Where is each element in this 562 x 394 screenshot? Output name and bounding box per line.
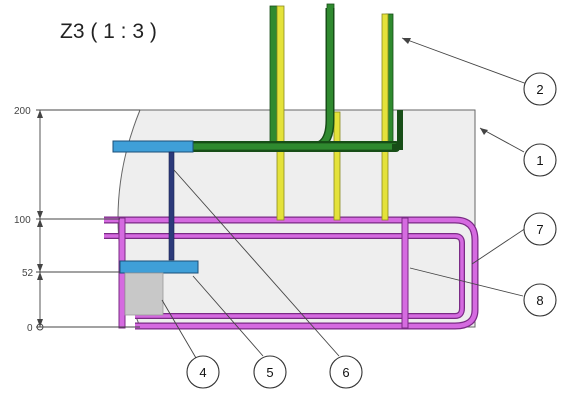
svg-text:1: 1 [536,153,543,168]
dimension-lines [36,109,140,331]
svg-text:6: 6 [342,365,349,380]
top-plate [112,140,194,153]
balloon-7: 7 [523,212,557,246]
dim-label-100: 100 [14,215,31,226]
svg-text:4: 4 [199,365,206,380]
dim-label-52: 52 [22,268,34,279]
svg-text:8: 8 [536,293,543,308]
bottom-plate [119,260,199,274]
leader-lines [161,37,528,359]
balloon-4: 4 [186,355,220,389]
dim-label-200: 200 [14,106,31,117]
svg-text:2: 2 [536,82,543,97]
horizontal-bar [176,8,403,152]
stirrup-link [104,216,479,330]
balloon-8: 8 [523,283,557,317]
balloon-2: 2 [523,72,557,106]
view-title: Z3 ( 1 : 3 ) [60,20,157,43]
svg-text:7: 7 [536,222,543,237]
balloon-5: 5 [253,355,287,389]
vertical-post [168,151,175,261]
gray-block [124,272,164,316]
svg-text:5: 5 [266,365,273,380]
balloon-1: 1 [523,143,557,177]
balloon-6: 6 [329,355,363,389]
dim-label-0: 0 [27,323,33,334]
